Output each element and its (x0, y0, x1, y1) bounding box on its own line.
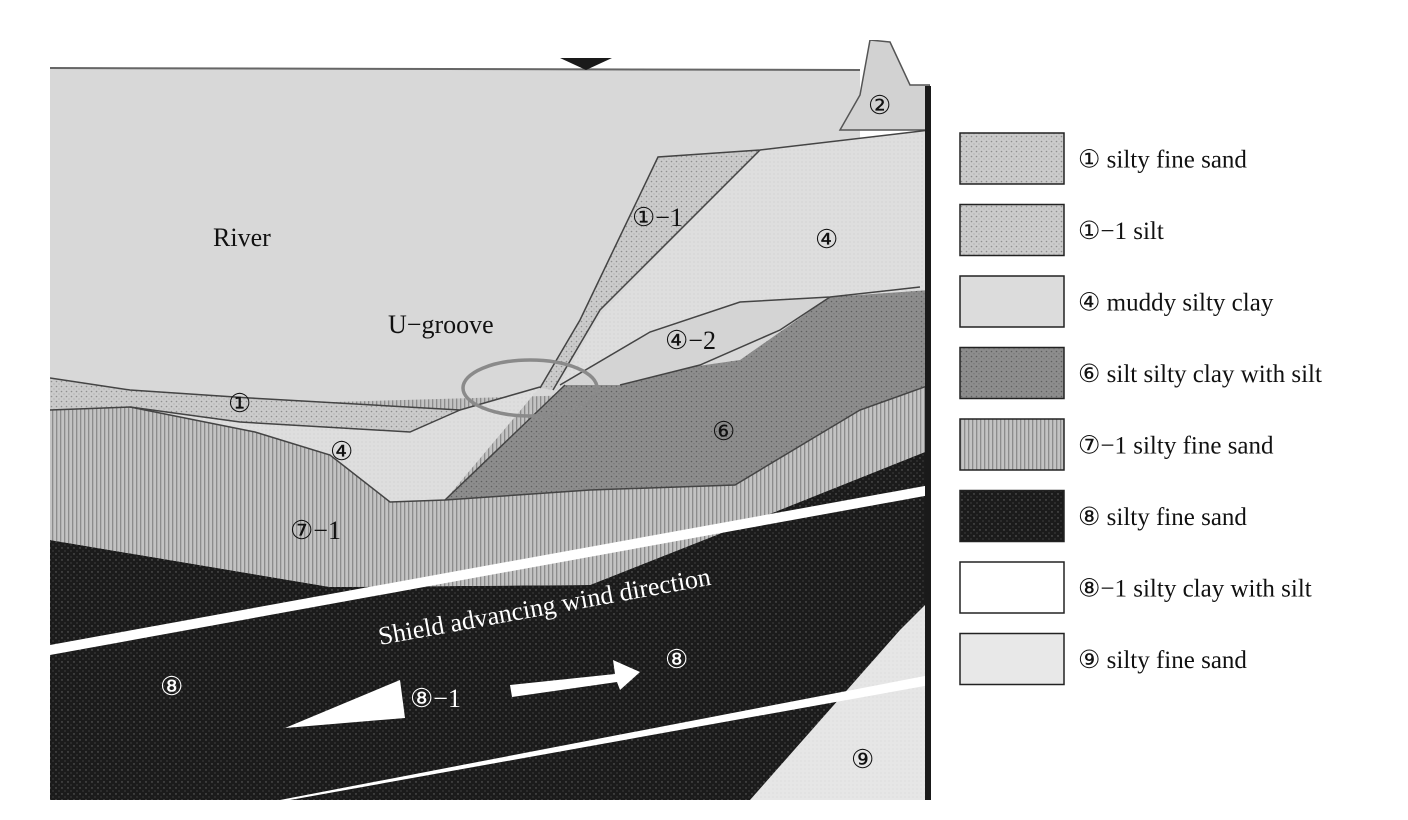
legend-swatch (959, 203, 1065, 257)
layer-8-1-lower-band (280, 675, 930, 800)
layer-2-region (838, 40, 930, 131)
label-layer-4-right: ④ (815, 225, 838, 254)
legend-label: ⑨ silty fine sand (1078, 647, 1247, 674)
label-layer-8-left: ⑧ (160, 672, 183, 701)
section-right-edge (925, 86, 931, 800)
label-u-groove: U−groove (388, 310, 494, 339)
cross-section (50, 40, 930, 800)
legend-swatch (959, 418, 1065, 471)
legend-label: ④ muddy silty clay (1078, 290, 1274, 317)
legend-swatch (959, 561, 1065, 614)
legend: ① silty fine sand ①−1 silt ④ muddy silty c… (959, 132, 1322, 686)
u-groove-ring (461, 358, 599, 418)
shield-wedge-icon (285, 680, 405, 728)
legend-label: ⑦−1 silty fine sand (1078, 433, 1274, 460)
layer-8-1-upper-band (50, 485, 930, 655)
label-layer-1: ① (228, 389, 251, 418)
legend-swatch (959, 132, 1065, 185)
legend-swatch (959, 275, 1065, 328)
label-layer-4-left: ④ (330, 437, 353, 466)
legend-swatch (959, 632, 1065, 686)
legend-label: ⑧ silty fine sand (1078, 504, 1247, 531)
layer-4-right-region (560, 130, 930, 385)
label-layer-2: ② (868, 91, 891, 120)
water-level-marker (560, 58, 612, 70)
label-layer-9: ⑨ (851, 745, 874, 774)
label-layer-7-1: ⑦−1 (290, 516, 341, 545)
layer-4-lens (130, 387, 540, 502)
water-surface-line (50, 67, 861, 71)
label-layer-8-1: ⑧−1 (410, 684, 461, 713)
label-layer-6: ⑥ (712, 417, 735, 446)
layer-4-2-region (560, 297, 830, 385)
legend-swatch (959, 489, 1065, 543)
legend-label: ⑥ silt silty clay with silt (1078, 361, 1322, 388)
legend-label: ⑧−1 silty clay with silt (1078, 576, 1312, 603)
label-layer-8-right: ⑧ (665, 645, 688, 674)
label-layer-4-2: ④−2 (665, 326, 716, 355)
legend-label: ①−1 silt (1078, 218, 1164, 245)
legend-label: ① silty fine sand (1078, 147, 1247, 174)
layer-1-1-region (540, 150, 760, 390)
layer-6-region (445, 287, 930, 500)
advance-arrow-icon (510, 660, 640, 697)
legend-swatch (959, 346, 1065, 400)
label-river: River (213, 223, 271, 252)
label-layer-1-1: ①−1 (632, 203, 683, 232)
